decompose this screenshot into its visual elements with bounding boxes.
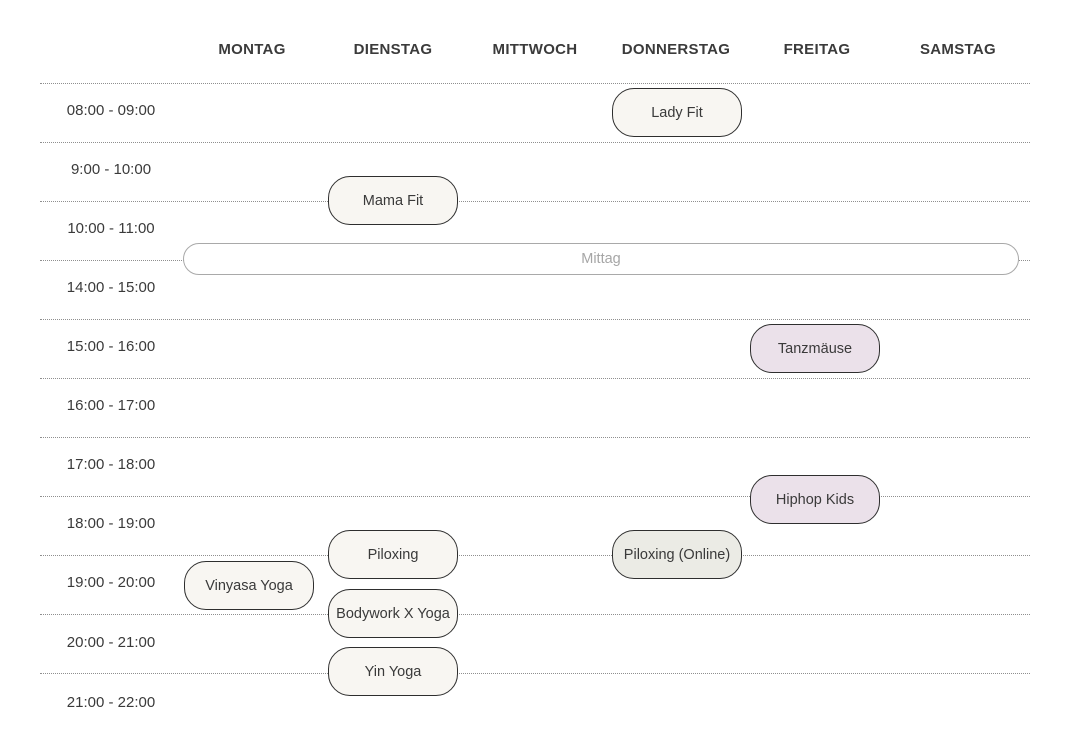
row-divider	[40, 496, 1030, 497]
class-label: Hiphop Kids	[775, 491, 855, 508]
time-label: 20:00 - 21:00	[66, 634, 156, 651]
class-yin-yoga[interactable]: Yin Yoga	[328, 647, 458, 696]
class-label: Bodywork X Yoga	[336, 605, 450, 622]
class-label: Yin Yoga	[364, 663, 422, 680]
time-label: 08:00 - 09:00	[66, 102, 156, 119]
class-bodywork-yoga[interactable]: Bodywork X Yoga	[328, 589, 458, 638]
row-divider	[40, 614, 1030, 615]
time-label: 14:00 - 15:00	[66, 279, 156, 296]
day-header-mittwoch: MITTWOCH	[492, 41, 578, 58]
time-label: 9:00 - 10:00	[70, 161, 152, 178]
row-divider	[40, 83, 1030, 84]
class-label: Mama Fit	[362, 192, 424, 209]
time-label: 17:00 - 18:00	[66, 456, 156, 473]
day-header-donnerstag: DONNERSTAG	[621, 41, 731, 58]
day-header-montag: MONTAG	[218, 41, 286, 58]
day-header-samstag: SAMSTAG	[920, 41, 996, 58]
class-label: Tanzmäuse	[777, 340, 853, 357]
class-hiphop-kids[interactable]: Hiphop Kids	[750, 475, 880, 524]
time-label: 10:00 - 11:00	[67, 220, 155, 237]
class-label: Piloxing	[367, 546, 419, 563]
class-piloxing[interactable]: Piloxing	[328, 530, 458, 579]
class-mama-fit[interactable]: Mama Fit	[328, 176, 458, 225]
row-divider	[40, 437, 1030, 438]
time-label: 18:00 - 19:00	[66, 515, 156, 532]
class-piloxing-online[interactable]: Piloxing (Online)	[612, 530, 742, 579]
row-divider	[40, 673, 1030, 674]
row-divider	[40, 555, 1030, 556]
lunch-break-label: Mittag	[581, 251, 621, 267]
time-label: 15:00 - 16:00	[66, 338, 156, 355]
class-tanzmaeuse[interactable]: Tanzmäuse	[750, 324, 880, 373]
class-lady-fit[interactable]: Lady Fit	[612, 88, 742, 137]
day-header-freitag: FREITAG	[783, 41, 851, 58]
class-label: Lady Fit	[651, 104, 703, 121]
row-divider	[40, 201, 1030, 202]
day-header-dienstag: DIENSTAG	[353, 41, 433, 58]
row-divider	[40, 142, 1030, 143]
class-label: Vinyasa Yoga	[205, 577, 293, 594]
row-divider	[40, 378, 1030, 379]
time-label: 21:00 - 22:00	[66, 694, 156, 711]
time-label: 19:00 - 20:00	[66, 574, 156, 591]
lunch-break-bar: Mittag	[183, 243, 1019, 275]
time-label: 16:00 - 17:00	[66, 397, 156, 414]
class-label: Piloxing (Online)	[623, 546, 731, 563]
class-vinyasa-yoga[interactable]: Vinyasa Yoga	[184, 561, 314, 610]
row-divider	[40, 319, 1030, 320]
